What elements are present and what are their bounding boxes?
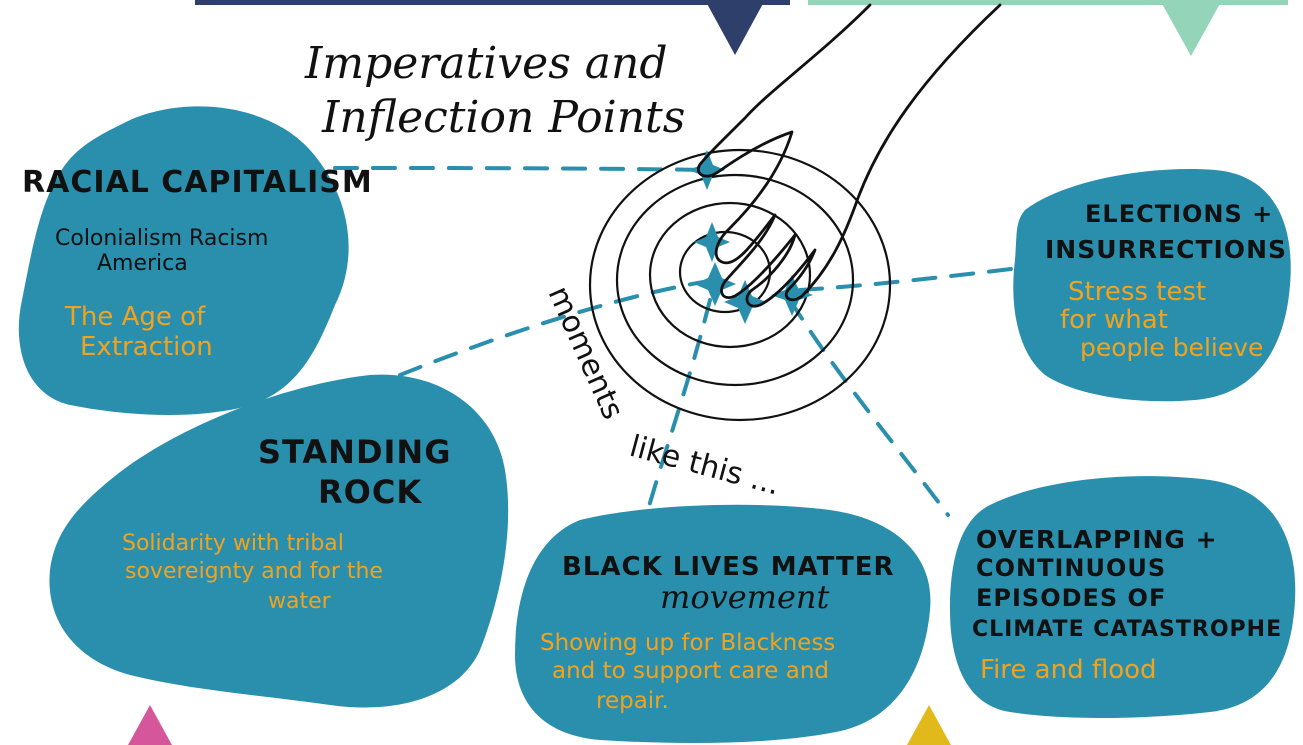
connector-racial-capitalism (333, 166, 707, 172)
connector-elections (798, 263, 1047, 292)
connector-climate (788, 298, 950, 517)
pink-triangle-marker (128, 705, 172, 745)
standing-rock-sub3: water (268, 589, 332, 614)
climate-heading4: CLIMATE CATASTROPHE (972, 617, 1282, 642)
blob-elections (1013, 169, 1291, 402)
black-lives-sub1: Showing up for Blackness (540, 630, 835, 656)
elections-sub3: people believe (1080, 333, 1263, 362)
elections-heading2: INSURRECTIONS (1045, 235, 1287, 264)
diagram-title-line2: Inflection Points (321, 92, 685, 143)
black-lives-sub3: repair. (596, 688, 669, 714)
black-lives-heading1: BLACK LIVES MATTER (562, 552, 895, 582)
connector-standing-rock (398, 278, 717, 377)
climate-heading1: OVERLAPPING + (976, 525, 1218, 554)
racial-capitalism-sub2: Extraction (80, 332, 213, 362)
black-lives-heading2: movement (660, 578, 830, 616)
blob-racial-capitalism (18, 106, 349, 416)
top-left-banner (195, 0, 790, 55)
hand-drawing (696, 3, 1002, 308)
climate-heading3: EPISODES OF (976, 584, 1166, 612)
yellow-triangle-marker (907, 705, 951, 745)
top-right-banner (808, 0, 1288, 56)
ripple-circles (588, 148, 892, 422)
blob-standing-rock (49, 374, 509, 708)
connector-black-lives (643, 298, 712, 522)
center-label-like-this: like this ... (626, 429, 784, 503)
racial-capitalism-line1: Colonialism Racism (55, 226, 268, 251)
standing-rock-sub1: Solidarity with tribal (122, 531, 344, 556)
standing-rock-heading1: STANDING (258, 433, 451, 471)
elections-heading1: ELECTIONS + (1085, 200, 1273, 228)
racial-capitalism-heading: RACIAL CAPITALISM (22, 165, 373, 200)
racial-capitalism-line2: America (97, 251, 188, 276)
blob-climate (950, 476, 1296, 718)
standing-rock-heading2: ROCK (318, 473, 422, 511)
climate-sub1: Fire and flood (980, 655, 1157, 685)
blob-black-lives (515, 504, 931, 743)
elections-sub1: Stress test (1068, 277, 1206, 307)
racial-capitalism-sub1: The Age of (64, 302, 206, 332)
touch-points (689, 150, 813, 324)
climate-heading2: CONTINUOUS (976, 554, 1166, 582)
elections-sub2: for what (1060, 305, 1168, 335)
connector-lines (333, 166, 1047, 522)
black-lives-sub2: and to support care and (552, 658, 829, 684)
diagram-title-line1: Imperatives and (304, 38, 668, 89)
standing-rock-sub2: sovereignty and for the (125, 559, 383, 584)
